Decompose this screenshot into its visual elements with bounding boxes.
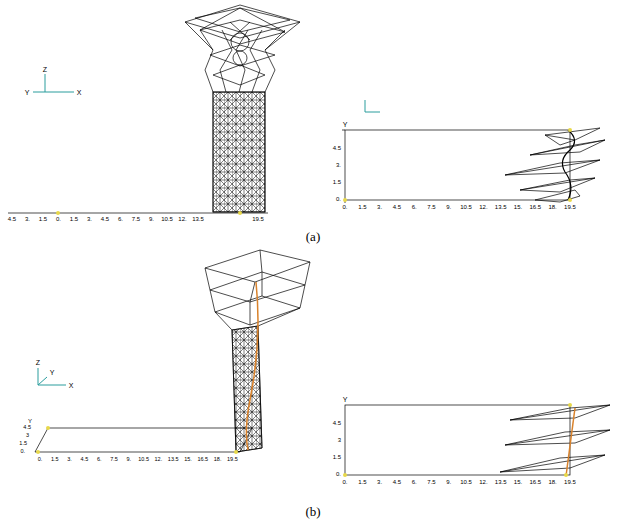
tick-label: 1.5 [19, 441, 27, 447]
tick-label: 9. [446, 479, 451, 485]
tick-label: 13.5 [168, 457, 179, 463]
plan-frame [345, 130, 570, 200]
tick-label: 18. [548, 204, 556, 210]
axis-triad [38, 368, 66, 385]
tick-label: 12. [155, 457, 163, 463]
tick-label: 12. [479, 204, 487, 210]
tick-label: 19.5 [252, 216, 264, 222]
tick-label: 3 [338, 437, 341, 443]
plan-mesh [505, 128, 605, 202]
tick-label: 13.5 [495, 479, 507, 485]
tick-label: 4.5 [8, 216, 16, 222]
axis-triad [33, 74, 74, 92]
tick-label: 19.5 [564, 204, 576, 210]
tick-label: 12. [479, 479, 487, 485]
tick-label: 16.5 [529, 204, 541, 210]
tick-label: 1.5 [333, 179, 341, 185]
tick-label: 0. [336, 196, 341, 202]
tick-label: 0. [20, 449, 25, 455]
tick-label: 1.5 [333, 454, 341, 460]
tick-label: 0. [342, 479, 347, 485]
tick-label: 1.5 [51, 457, 59, 463]
tick-label: 9. [127, 457, 132, 463]
tick-label: 10.5 [161, 216, 173, 222]
tick-label: 3. [377, 204, 382, 210]
tick-label: 19.5 [564, 479, 576, 485]
tick-label: 6. [118, 216, 123, 222]
tick-label: 0. [38, 457, 43, 463]
tick-label: 1.5 [39, 216, 47, 222]
tick-label: 1.5 [70, 216, 78, 222]
tick-label: 4.5 [333, 145, 341, 151]
tick-label: 3 [26, 433, 29, 439]
tick-label: 4.5 [393, 479, 401, 485]
tick-label: 3. [87, 216, 92, 222]
axis-label: Y [343, 121, 348, 128]
tick-label: 4.5 [81, 457, 89, 463]
tick-label: 4.5 [101, 216, 109, 222]
plan-frame [345, 405, 570, 475]
tick-label: 1.5 [358, 204, 366, 210]
tick-label: 3. [67, 457, 72, 463]
panel-label: (b) [305, 505, 320, 518]
axis-label: Z [43, 66, 47, 73]
axis-label: Y [25, 89, 30, 96]
ruler-line [8, 213, 268, 214]
tick-label: 3. [336, 162, 341, 168]
tick-label: 13.5 [192, 216, 204, 222]
tick-label: 10.5 [460, 204, 472, 210]
tick-label: 0. [342, 204, 347, 210]
tick-label: 9. [149, 216, 154, 222]
tick-label: 16.5 [529, 479, 541, 485]
tick-label: 7.5 [427, 479, 435, 485]
tick-label: 15. [184, 457, 192, 463]
tick-label: 7.5 [132, 216, 140, 222]
tick-label: 10.5 [460, 479, 472, 485]
tick-label: 18. [214, 457, 222, 463]
tower-shaft [213, 92, 265, 212]
tick-label: 15. [514, 479, 522, 485]
tower-top [185, 5, 300, 92]
tick-label: 4.5 [333, 420, 341, 426]
tick-label: 6. [412, 204, 417, 210]
tick-label: 7.5 [427, 204, 435, 210]
tick-label: 6. [412, 479, 417, 485]
plan-mesh [500, 405, 610, 472]
tick-label: 3. [377, 479, 382, 485]
floor-plane [35, 428, 252, 452]
panel-label: (a) [306, 230, 320, 243]
tick-label: 9. [446, 204, 451, 210]
tick-label: 13.5 [495, 204, 507, 210]
tick-label: 0. [336, 471, 341, 477]
tick-label: 15. [514, 204, 522, 210]
axis-label: Y [50, 369, 55, 376]
axis-label: Y [343, 396, 348, 403]
axis-label: Z [36, 359, 40, 366]
tick-label: 18. [548, 479, 556, 485]
tick-label: 19.5 [227, 457, 238, 463]
tick-label: 10.5 [138, 457, 149, 463]
tick-label: 0. [56, 216, 61, 222]
axis-label: X [69, 382, 74, 389]
tick-label: 3. [25, 216, 30, 222]
tick-label: 4.5 [393, 204, 401, 210]
tick-label: 16.5 [197, 457, 208, 463]
axis-label: Y [28, 418, 32, 424]
axis-label: X [77, 89, 82, 96]
tick-label: 6. [97, 457, 102, 463]
tick-label: 7.5 [110, 457, 118, 463]
tick-label: 1.5 [358, 479, 366, 485]
tick-label: 12. [178, 216, 186, 222]
tick-label: 4.5 [23, 425, 31, 431]
